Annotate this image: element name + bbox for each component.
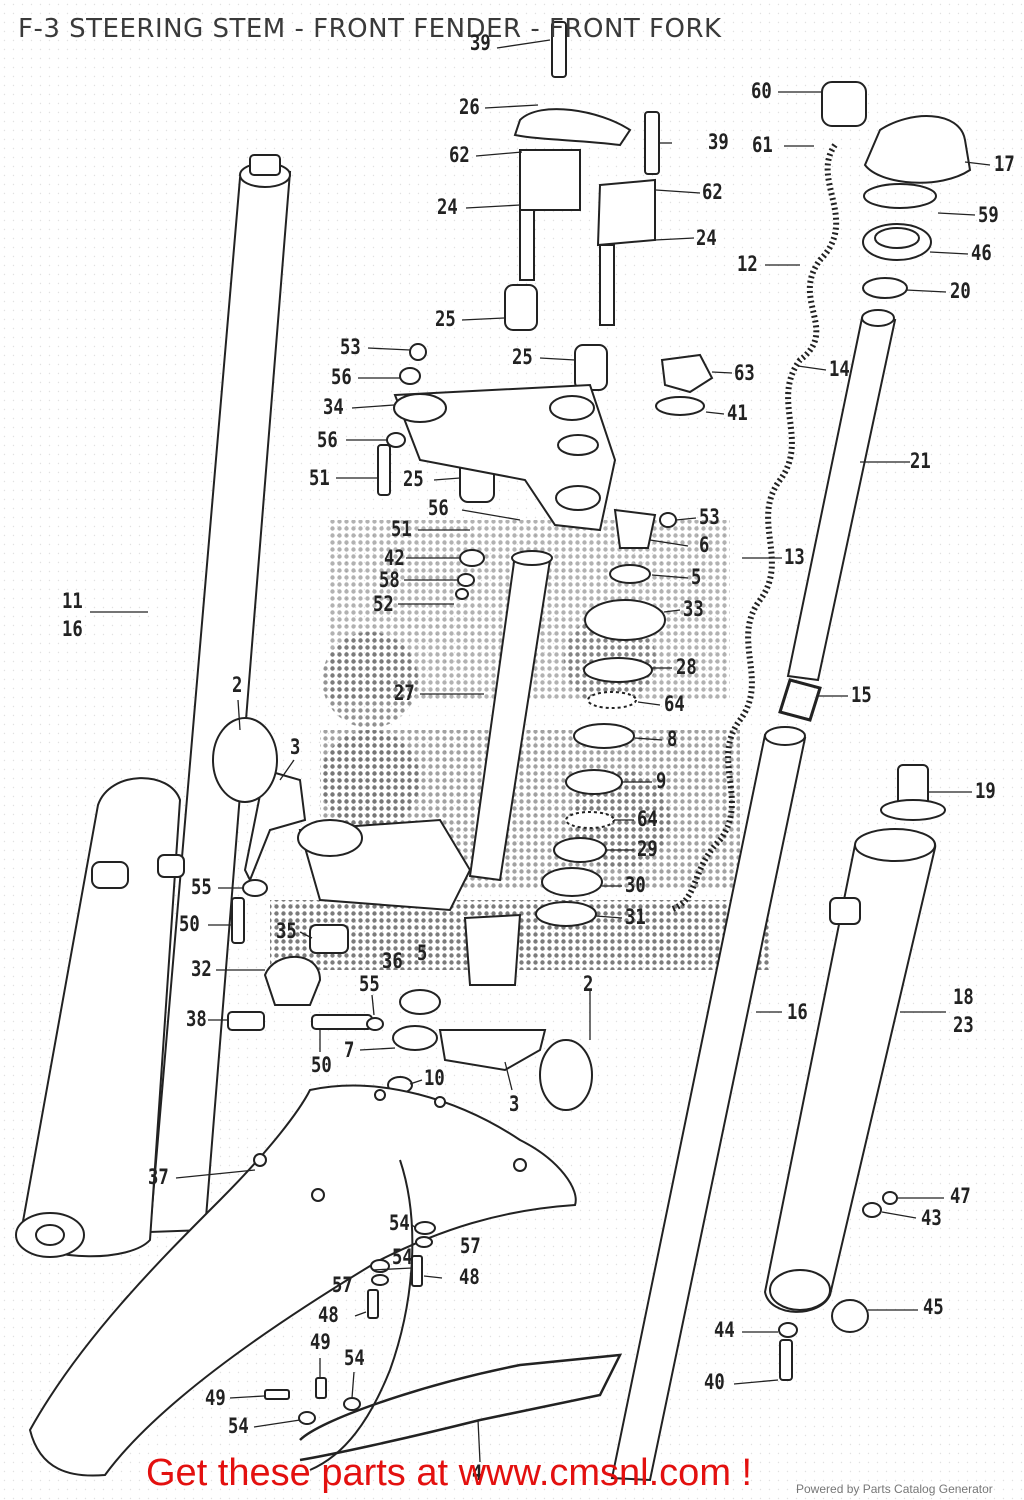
part-label[interactable]: 2: [583, 972, 594, 996]
part-label[interactable]: 59: [978, 203, 999, 227]
part-label[interactable]: 21: [910, 449, 931, 473]
part-label[interactable]: 54: [228, 1414, 249, 1438]
part-label[interactable]: 63: [734, 361, 755, 385]
part-label[interactable]: 49: [310, 1330, 331, 1354]
leader-lines: [90, 39, 991, 1463]
part-label[interactable]: 25: [512, 345, 533, 369]
part-label[interactable]: 25: [435, 307, 456, 331]
powered-by-text: Powered by Parts Catalog Generator: [796, 1482, 993, 1496]
part-label[interactable]: 55: [191, 875, 212, 899]
part-label[interactable]: 53: [340, 335, 361, 359]
part-label[interactable]: 58: [379, 568, 400, 592]
part-label[interactable]: 4: [472, 1461, 483, 1485]
part-label[interactable]: 20: [950, 279, 971, 303]
part-label[interactable]: 33: [683, 597, 704, 621]
part-label[interactable]: 47: [950, 1184, 971, 1208]
part-label[interactable]: 64: [664, 692, 685, 716]
part-label[interactable]: 51: [309, 466, 330, 490]
part-label[interactable]: 2: [232, 673, 243, 697]
part-label[interactable]: 44: [714, 1318, 735, 1342]
part-label[interactable]: 41: [727, 401, 748, 425]
part-label[interactable]: 62: [702, 180, 723, 204]
part-label[interactable]: 18: [953, 985, 974, 1009]
part-label[interactable]: 32: [191, 957, 212, 981]
part-label[interactable]: 5: [691, 565, 702, 589]
part-label[interactable]: 36: [382, 949, 403, 973]
right-fork-assembly: [610, 81, 972, 1482]
steering-stem-assembly: [212, 21, 714, 1111]
front-fender: [28, 1084, 898, 1477]
part-label[interactable]: 14: [829, 357, 850, 381]
part-label[interactable]: 56: [428, 496, 449, 520]
part-label[interactable]: 60: [751, 79, 772, 103]
part-label[interactable]: 15: [851, 683, 872, 707]
part-label[interactable]: 8: [667, 727, 678, 751]
part-label[interactable]: 30: [625, 873, 646, 897]
part-label[interactable]: 34: [323, 395, 344, 419]
part-label[interactable]: 42: [384, 546, 405, 570]
part-label[interactable]: 48: [459, 1265, 480, 1289]
part-label[interactable]: 55: [359, 972, 380, 996]
part-label[interactable]: 51: [391, 517, 412, 541]
part-label[interactable]: 25: [403, 467, 424, 491]
part-label[interactable]: 54: [344, 1346, 365, 1370]
part-label[interactable]: 19: [975, 779, 996, 803]
part-label[interactable]: 56: [331, 365, 352, 389]
part-label[interactable]: 3: [290, 735, 301, 759]
part-label[interactable]: 23: [953, 1013, 974, 1037]
part-label[interactable]: 13: [784, 545, 805, 569]
part-label[interactable]: 31: [625, 905, 646, 929]
part-label[interactable]: 46: [971, 241, 992, 265]
part-label[interactable]: 54: [392, 1245, 413, 1269]
part-label[interactable]: 57: [460, 1234, 481, 1258]
part-label[interactable]: 39: [470, 31, 491, 55]
part-label[interactable]: 7: [344, 1038, 355, 1062]
part-label[interactable]: 37: [148, 1165, 169, 1189]
part-label[interactable]: 29: [637, 837, 658, 861]
part-label[interactable]: 50: [179, 912, 200, 936]
part-label[interactable]: 54: [389, 1211, 410, 1235]
part-label[interactable]: 9: [656, 769, 667, 793]
left-fork-assembly: [15, 154, 292, 1258]
part-label[interactable]: 3: [509, 1092, 520, 1116]
fork-springs: [668, 143, 840, 913]
part-label[interactable]: 57: [332, 1273, 353, 1297]
part-label[interactable]: 62: [449, 143, 470, 167]
part-label[interactable]: 6: [699, 533, 710, 557]
part-label[interactable]: 52: [373, 592, 394, 616]
part-label[interactable]: 10: [424, 1066, 445, 1090]
part-label[interactable]: 64: [637, 807, 658, 831]
part-label[interactable]: 45: [923, 1295, 944, 1319]
part-label[interactable]: 38: [186, 1007, 207, 1031]
part-label[interactable]: 49: [205, 1386, 226, 1410]
part-label[interactable]: 24: [696, 226, 717, 250]
part-label[interactable]: 11: [62, 589, 83, 613]
part-label[interactable]: 48: [318, 1303, 339, 1327]
part-label[interactable]: 12: [737, 252, 758, 276]
part-label[interactable]: 50: [311, 1053, 332, 1077]
part-label[interactable]: 40: [704, 1370, 725, 1394]
part-label[interactable]: 56: [317, 428, 338, 452]
part-label[interactable]: 43: [921, 1206, 942, 1230]
part-label[interactable]: 27: [394, 681, 415, 705]
part-label[interactable]: 61: [752, 133, 773, 157]
part-label[interactable]: 24: [437, 195, 458, 219]
part-label[interactable]: 16: [787, 1000, 808, 1024]
part-label[interactable]: 16: [62, 617, 83, 641]
page-title: F-3 STEERING STEM - FRONT FENDER - FRONT…: [18, 14, 722, 44]
order-parts-link[interactable]: Get these parts at www.cmsnl.com !: [146, 1452, 753, 1494]
part-label[interactable]: 53: [699, 505, 720, 529]
part-label[interactable]: 17: [994, 152, 1015, 176]
part-label[interactable]: 35: [276, 919, 297, 943]
part-label[interactable]: 39: [708, 130, 729, 154]
part-label[interactable]: 28: [676, 655, 697, 679]
part-label[interactable]: 5: [417, 941, 428, 965]
part-label[interactable]: 26: [459, 95, 480, 119]
